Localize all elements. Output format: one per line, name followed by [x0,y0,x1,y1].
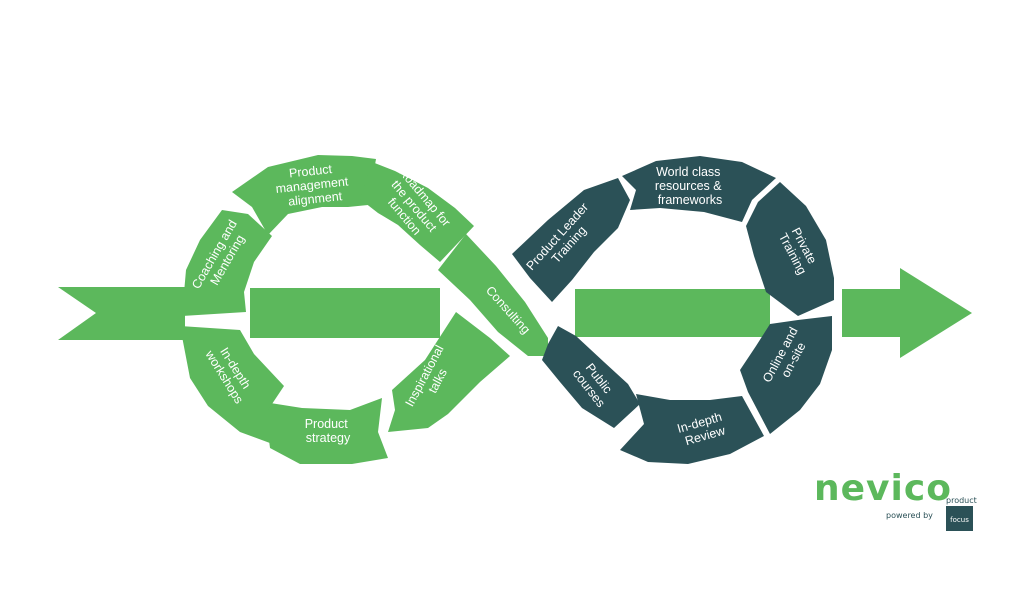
segment-product-strategy [264,398,388,464]
segment-product-management-alignment [232,155,376,235]
partner-logo-box [946,506,973,531]
segment-in-depth-review [620,394,764,464]
powered-by-text: powered by [886,511,933,520]
arrow-head [842,268,972,358]
segment-product-leader-training [512,178,630,302]
segment-private-training [746,182,834,316]
segment-in-depth-workshops [180,326,284,446]
label-line: strategy [306,431,351,445]
brand-wordmark: nevico [814,468,952,509]
arrow-shaft-right [575,289,770,337]
segment-public-courses [542,326,640,428]
label-line: Product [305,417,349,431]
label-line: resources & [655,179,722,193]
brand-logo: nevico powered by product focus [814,468,977,531]
left-loop [180,155,548,464]
right-loop [512,156,834,464]
partner-logo-top-text: product [946,496,977,505]
segment-consulting [438,234,548,356]
segment-roadmap [360,162,474,262]
partner-logo-box-text: focus [950,516,969,524]
label-product-strategy: Product strategy [305,417,352,445]
segment-inspirational-talks [388,312,510,432]
label-line: alignment [287,189,343,209]
label-product-management-alignment: Product management alignment [273,160,353,210]
arrow-shaft-left [250,288,440,338]
segment-coaching-and-mentoring [182,210,272,316]
label-line: Product [288,162,333,180]
label-line: World class [656,165,720,179]
segment-world-class-resources [622,156,776,222]
label-line: frameworks [658,193,723,207]
segment-online-and-on-site [740,316,832,434]
main-arrow [58,268,972,358]
label-world-class-resources: World class resources & frameworks [655,165,725,207]
arrow-tail [58,287,185,340]
